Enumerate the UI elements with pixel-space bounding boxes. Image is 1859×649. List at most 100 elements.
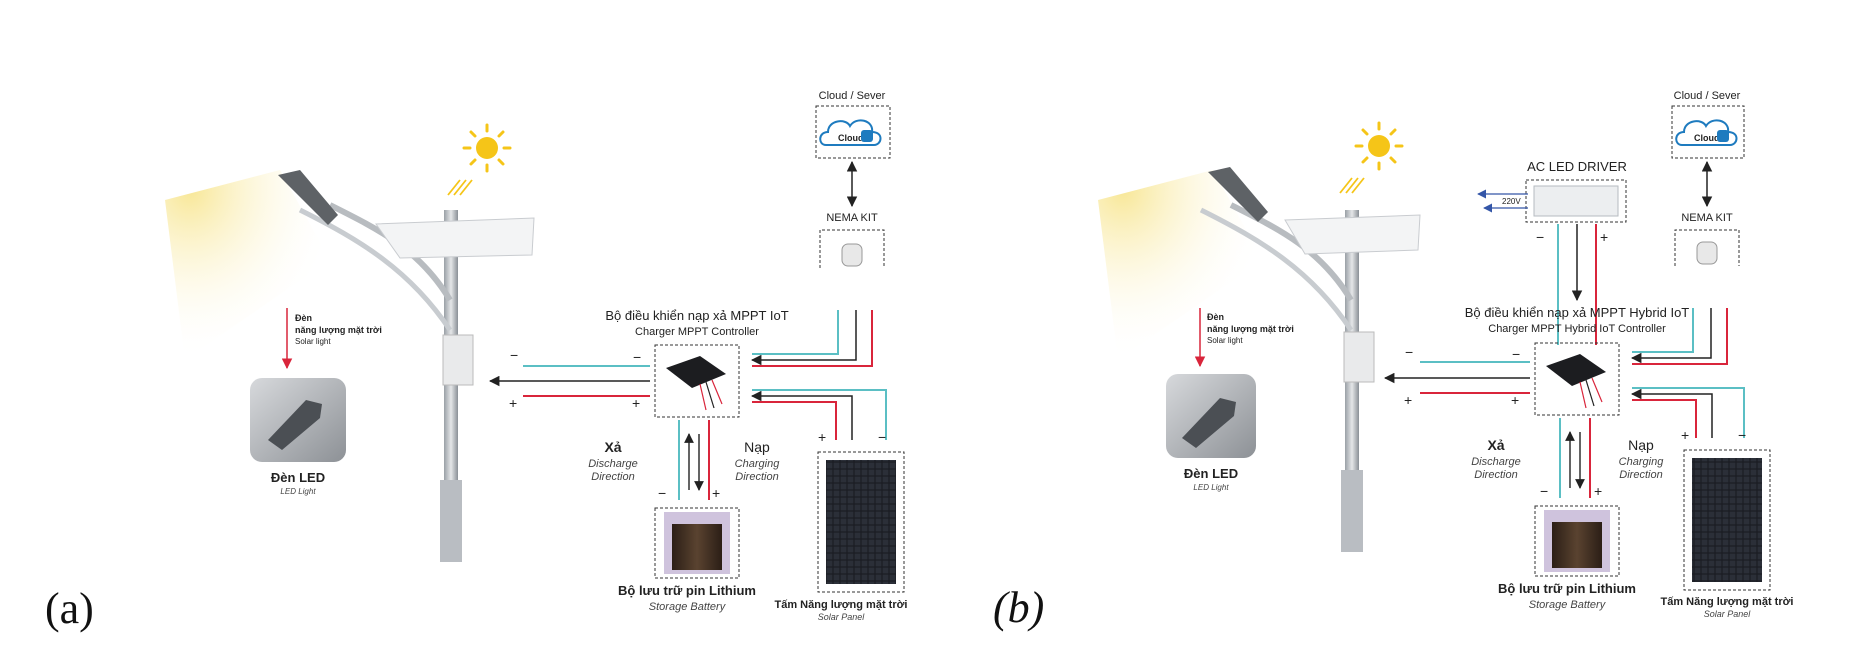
controller-leads xyxy=(699,379,723,411)
led-subtitle: LED Light xyxy=(280,487,316,496)
solar-light-label-3: Solar light xyxy=(295,337,331,346)
nema-negative-wire xyxy=(752,310,839,355)
nema-device-icon xyxy=(1696,241,1718,265)
sign-plus-a1: + xyxy=(509,395,517,411)
ac-voltage: 220V xyxy=(1502,197,1521,206)
solar-panel-icon xyxy=(826,460,896,584)
database-icon xyxy=(861,130,873,142)
pole-solar-panel xyxy=(375,217,535,259)
cloud-caption: Cloud / Sever xyxy=(1674,90,1741,102)
luminaire-head xyxy=(278,170,338,225)
light-beam xyxy=(1098,170,1263,360)
pv-negative-wire xyxy=(752,389,887,440)
ac-driver-icon xyxy=(1533,185,1619,217)
sign-plus-driver: + xyxy=(1600,229,1608,245)
sign-plus-b1: + xyxy=(1404,392,1412,408)
sign-minus-b1: − xyxy=(1405,344,1413,360)
controller-box xyxy=(654,344,740,418)
solar-light-label-3: Solar light xyxy=(1207,336,1243,345)
controller-device-icon xyxy=(666,356,726,388)
nema-positive-wire xyxy=(752,310,873,367)
sign-plus-batt-a: + xyxy=(712,485,720,501)
pv-positive-wire xyxy=(1632,399,1697,438)
charge-line2: Direction xyxy=(1619,469,1662,481)
led-title: Đèn LED xyxy=(271,470,325,485)
nema-positive-wire xyxy=(1632,308,1728,365)
street-light-pole xyxy=(1199,202,1375,552)
led-subtitle: LED Light xyxy=(1193,483,1229,492)
controller-subtitle: Charger MPPT Hybrid IoT Controller xyxy=(1488,323,1666,335)
cloud-box xyxy=(1671,105,1745,159)
battery-subtitle: Storage Battery xyxy=(1529,599,1607,611)
discharge-title: Xả xyxy=(1487,437,1504,453)
database-icon xyxy=(1717,130,1729,142)
discharge-line1: Discharge xyxy=(588,458,638,470)
sign-plus-pv-a: + xyxy=(818,429,826,445)
battery-box xyxy=(1534,505,1620,577)
controller-title: Bộ điều khiển nạp xả MPPT IoT xyxy=(605,308,788,323)
pv-charge-wire xyxy=(750,390,853,440)
sign-minus-b2: − xyxy=(1512,346,1520,362)
discharge-line1: Discharge xyxy=(1471,456,1521,468)
luminaire-head xyxy=(1208,167,1268,222)
pv-charge-wire xyxy=(1630,388,1713,438)
cloud-box xyxy=(815,105,891,159)
sign-minus-a1: − xyxy=(510,347,518,363)
battery-title: Bộ lưu trữ pin Lithium xyxy=(1498,581,1636,596)
solar-panel-box xyxy=(817,451,905,593)
pv-positive-wire xyxy=(752,401,837,440)
sign-minus-a2: − xyxy=(633,349,641,365)
discharge-title: Xả xyxy=(604,439,621,455)
panel-label-a: (a) xyxy=(45,584,94,633)
sign-minus-pv-a: − xyxy=(878,429,886,445)
sign-minus-driver: − xyxy=(1536,229,1544,245)
battery-icon xyxy=(672,524,722,570)
controller-title: Bộ điều khiển nạp xả MPPT Hybrid IoT xyxy=(1465,305,1690,320)
nema-caption: NEMA KIT xyxy=(1681,212,1733,224)
ac-driver-caption: AC LED DRIVER xyxy=(1527,159,1627,174)
led-title: Đèn LED xyxy=(1184,466,1238,481)
solar-panel-icon xyxy=(1692,458,1762,582)
ac-driver-box xyxy=(1525,179,1627,223)
led-fixture-icon xyxy=(268,400,322,450)
sun-icon xyxy=(447,123,512,196)
battery-subtitle: Storage Battery xyxy=(649,601,727,613)
controller-device-icon xyxy=(1546,354,1606,386)
cloud-badge: Cloud xyxy=(1694,133,1720,143)
nema-box xyxy=(1674,229,1740,266)
light-beam xyxy=(165,170,330,360)
battery-icon xyxy=(1552,522,1602,568)
battery-title: Bộ lưu trữ pin Lithium xyxy=(618,583,756,598)
led-fixture-icon xyxy=(1182,398,1236,448)
cloud-caption: Cloud / Sever xyxy=(819,90,886,102)
controller-box xyxy=(1534,342,1620,416)
nema-box xyxy=(819,229,885,268)
solar-light-label-2: năng lượng mặt trời xyxy=(1207,324,1294,334)
solar-panel-title: Tấm Năng lượng mặt trời xyxy=(774,599,907,611)
charge-title: Nạp xyxy=(1628,437,1654,453)
solar-light-label-1: Đèn xyxy=(1207,312,1224,322)
solar-panel-title: Tấm Năng lượng mặt trời xyxy=(1660,596,1793,608)
controller-subtitle: Charger MPPT Controller xyxy=(635,326,759,338)
panel-a: Đèn năng lượng mặt trời Solar light Đèn … xyxy=(45,90,908,633)
nema-negative-wire xyxy=(1632,308,1694,353)
charge-line1: Charging xyxy=(1619,456,1665,468)
pv-negative-wire xyxy=(1632,387,1745,438)
solar-panel-subtitle: Solar Panel xyxy=(1704,609,1752,619)
charge-title: Nạp xyxy=(744,439,770,455)
sign-plus-a2: + xyxy=(632,395,640,411)
discharge-line2: Direction xyxy=(591,471,634,483)
sign-plus-pv-b: + xyxy=(1681,427,1689,443)
cloud-badge: Cloud xyxy=(838,133,864,143)
pole-solar-panel xyxy=(1284,214,1421,255)
charge-line1: Charging xyxy=(735,458,781,470)
charge-line2: Direction xyxy=(735,471,778,483)
nema-control-wire xyxy=(1630,308,1712,364)
solar-panel-subtitle: Solar Panel xyxy=(818,612,866,622)
nema-device-icon xyxy=(841,243,863,267)
nema-control-wire xyxy=(750,310,857,366)
sign-plus-batt-b: + xyxy=(1594,483,1602,499)
sign-minus-batt-b: − xyxy=(1540,483,1548,499)
sign-minus-pv-b: − xyxy=(1738,427,1746,443)
